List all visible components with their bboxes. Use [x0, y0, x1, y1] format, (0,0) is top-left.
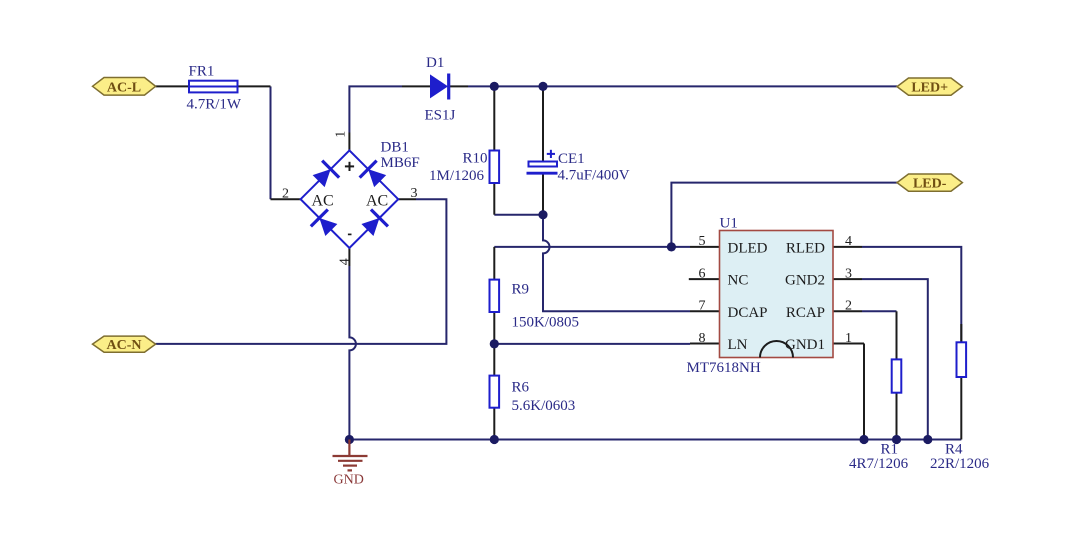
- svg-text:NC: NC: [728, 273, 749, 289]
- svg-text:CE1: CE1: [558, 151, 585, 167]
- svg-text:1M/1206: 1M/1206: [429, 168, 485, 184]
- svg-text:DB1: DB1: [381, 140, 409, 156]
- svg-text:RCAP: RCAP: [786, 305, 825, 321]
- svg-text:GND1: GND1: [785, 337, 825, 353]
- svg-text:AC: AC: [312, 193, 334, 210]
- svg-text:R1: R1: [881, 442, 899, 458]
- svg-text:2: 2: [845, 299, 852, 314]
- svg-text:4: 4: [337, 258, 352, 265]
- svg-text:2: 2: [282, 187, 289, 202]
- svg-text:R9: R9: [512, 282, 530, 298]
- svg-text:AC: AC: [366, 193, 388, 210]
- svg-text:22R/1206: 22R/1206: [930, 456, 990, 472]
- svg-text:LED-: LED-: [913, 177, 947, 192]
- svg-text:5.6K/0603: 5.6K/0603: [512, 398, 576, 414]
- svg-text:AC-N: AC-N: [107, 338, 142, 353]
- svg-text:GND2: GND2: [785, 273, 825, 289]
- svg-text:LN: LN: [728, 337, 748, 353]
- svg-text:150K/0805: 150K/0805: [512, 315, 580, 331]
- svg-text:1: 1: [334, 131, 349, 138]
- svg-text:R6: R6: [512, 380, 530, 396]
- svg-text:4R7/1206: 4R7/1206: [849, 456, 909, 472]
- svg-text:AC-L: AC-L: [107, 80, 141, 95]
- svg-text:GND: GND: [334, 473, 364, 488]
- svg-text:3: 3: [845, 266, 852, 281]
- svg-text:R4: R4: [945, 442, 963, 458]
- svg-text:D1: D1: [426, 55, 444, 71]
- svg-text:5: 5: [699, 234, 706, 249]
- svg-text:U1: U1: [720, 216, 738, 232]
- svg-text:7: 7: [699, 299, 706, 314]
- svg-text:4.7R/1W: 4.7R/1W: [187, 97, 242, 113]
- svg-text:6: 6: [699, 266, 706, 281]
- svg-text:MT7618NH: MT7618NH: [687, 360, 761, 376]
- svg-text:DLED: DLED: [728, 240, 768, 256]
- svg-text:FR1: FR1: [189, 64, 215, 80]
- svg-text:RLED: RLED: [786, 240, 825, 256]
- svg-text:4: 4: [845, 234, 852, 249]
- svg-text:8: 8: [699, 331, 706, 346]
- svg-text:3: 3: [411, 186, 418, 201]
- svg-text:ES1J: ES1J: [425, 108, 456, 124]
- svg-text:DCAP: DCAP: [728, 305, 768, 321]
- svg-text:MB6F: MB6F: [381, 155, 420, 171]
- svg-text:LED+: LED+: [911, 81, 948, 96]
- svg-text:4.7uF/400V: 4.7uF/400V: [558, 168, 630, 184]
- svg-text:R10: R10: [462, 151, 487, 167]
- svg-text:1: 1: [845, 331, 852, 346]
